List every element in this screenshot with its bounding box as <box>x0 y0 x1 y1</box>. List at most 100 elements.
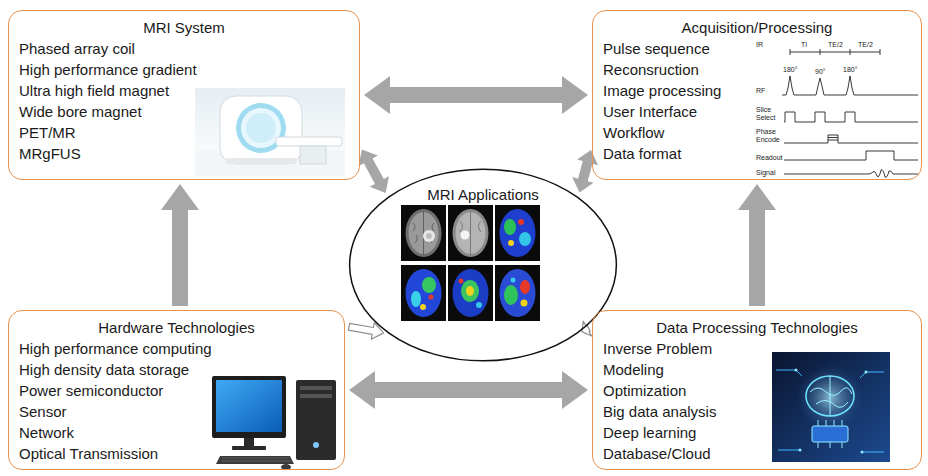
list-item: Optimization <box>603 380 911 401</box>
brain-image-grid <box>448 265 493 321</box>
mri-scanner-picture <box>195 88 345 176</box>
box-heading: Acquisition/Processing <box>603 18 911 38</box>
pulse-sequence-diagram <box>784 170 918 178</box>
computer-picture <box>300 386 332 390</box>
pulse-sequence-diagram <box>782 49 918 177</box>
computer-picture <box>221 458 292 461</box>
box-heading: MRI Applications <box>348 186 618 204</box>
brain-image-grid <box>448 265 493 321</box>
ai-brain-picture <box>810 376 852 416</box>
pulse-label: TI <box>801 41 807 49</box>
ai-brain-picture <box>865 371 868 374</box>
brain-image-grid <box>511 278 516 283</box>
topic-box: Data Processing TechnologiesInverse Prob… <box>592 310 922 470</box>
computer-picture <box>244 438 254 447</box>
brain-image-grid <box>495 265 540 321</box>
brain-image-grid <box>495 265 540 321</box>
brain-image-grid <box>459 279 464 284</box>
pulse-label: Slice Select <box>756 106 782 122</box>
brain-image-grid <box>448 205 493 261</box>
pulse-label: 90° <box>815 68 826 76</box>
brain-image-grid <box>411 291 421 307</box>
application-ellipse: MRI Applications <box>348 168 618 362</box>
brain-image-grid <box>476 302 482 308</box>
pulse-label: RF <box>756 87 765 95</box>
pulse-label: TE/2 <box>828 41 843 49</box>
brain-image-grid <box>466 286 474 296</box>
brain-image-grid <box>456 212 486 254</box>
mri-scanner-picture <box>241 108 281 148</box>
mri-scanner-picture <box>300 146 326 164</box>
ai-brain-picture <box>861 451 864 454</box>
brain-image-grid <box>423 230 435 242</box>
brain-image-grid <box>413 211 434 255</box>
list-item: Database/Cloud <box>603 443 911 464</box>
list-item: Sensor <box>19 401 334 422</box>
brain-image-grid <box>453 209 489 257</box>
block-arrow <box>572 150 598 193</box>
brain-image-grid <box>500 209 536 257</box>
brain-image-grid <box>448 205 493 261</box>
list-item: Inverse Problem <box>603 338 911 359</box>
list-item: Network <box>19 422 334 443</box>
pulse-label: Signal <box>756 169 775 177</box>
list-item: Phased array coil <box>19 38 349 59</box>
pulse-sequence-diagram <box>784 135 918 143</box>
block-arrow <box>359 150 390 193</box>
ai-brain-picture <box>818 420 842 448</box>
list-item: Power semiconductor <box>19 380 334 401</box>
brain-image-grid <box>504 285 518 305</box>
computer-picture <box>300 394 332 398</box>
brain-image-grid <box>461 280 479 302</box>
brain-image-grid <box>409 212 439 254</box>
mri-scanner-picture <box>195 88 345 176</box>
computer-picture <box>232 446 266 450</box>
list-item: Wide bore magnet <box>19 101 349 122</box>
pulse-label: 180° <box>783 66 797 74</box>
pulse-label: TE/2 <box>858 41 873 49</box>
brain-image-grid <box>422 277 436 293</box>
block-arrow <box>738 184 776 306</box>
list-item: Big data analysis <box>603 401 911 422</box>
ai-brain-picture <box>796 364 864 432</box>
list-item: Deep learning <box>603 422 911 443</box>
computer-picture <box>216 380 282 432</box>
brain-image-grid <box>500 269 536 317</box>
pulse-label: 180° <box>843 66 857 74</box>
brain-image-grid <box>401 265 446 321</box>
pulse-sequence-diagram <box>782 76 918 95</box>
mri-scanner-picture <box>276 137 342 146</box>
box-heading: Data Processing Technologies <box>603 318 911 338</box>
computer-picture <box>212 376 336 470</box>
ai-brain-picture <box>799 449 802 452</box>
brain-image-grid <box>461 231 470 240</box>
ai-brain-picture <box>812 426 848 442</box>
ai-brain-picture <box>806 376 854 416</box>
brain-image-grid <box>519 232 531 246</box>
list-item: MRgFUS <box>19 143 349 164</box>
brain-image-grid <box>520 280 530 294</box>
brain-image-grid <box>521 300 528 307</box>
pulse-sequence-diagram <box>784 112 918 122</box>
list-item: High performance gradient <box>19 59 349 80</box>
topic-box: Hardware TechnologiesHigh performance co… <box>8 310 345 470</box>
computer-picture <box>313 442 319 448</box>
ai-brain-picture <box>795 369 798 372</box>
brain-image-grid <box>401 205 446 261</box>
pulse-sequence-diagram <box>790 49 880 55</box>
ai-brain-picture <box>776 370 884 452</box>
ai-brain-picture <box>772 352 890 462</box>
pulse-sequence-diagram <box>784 151 918 160</box>
brain-image-grid <box>495 205 540 261</box>
list-item: Ultra high field magnet <box>19 80 349 101</box>
brain-image-grid <box>406 269 442 317</box>
computer-picture <box>212 376 286 438</box>
brain-image-grid <box>406 209 442 257</box>
brain-image-grid <box>518 219 524 225</box>
brain-image-grid <box>401 205 540 321</box>
block-arrow <box>364 76 588 114</box>
topic-box: MRI SystemPhased array coilHigh performa… <box>8 10 360 180</box>
list-item: Optical Transmission <box>19 443 334 464</box>
computer-picture <box>216 456 294 464</box>
brain-image-grid <box>508 240 514 246</box>
